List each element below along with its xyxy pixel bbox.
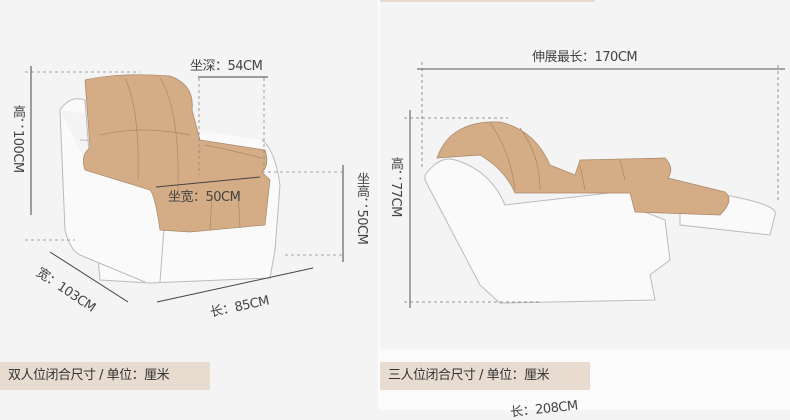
seat-depth-label: 坐深：54CM [190, 59, 263, 74]
seat-width-label: 坐宽：50CM [168, 190, 241, 205]
panel-divider [378, 0, 380, 410]
seat-height-label: 坐高：50CM [354, 172, 369, 245]
single-chair-dimension-panel: 高：100CM 坐深：54CM 坐宽：50CM 坐高：50CM 宽：103CM … [0, 0, 378, 410]
single-chair-drawing [25, 66, 344, 303]
reclined-height-label: 高：77CM [388, 157, 403, 217]
reclined-chair-dimension-panel: 伸展最长：170CM 高：77CM [380, 0, 790, 410]
section-caption-two-seater: 双人位闭合尺寸 / 单位：厘米 [0, 362, 210, 390]
section-caption-three-seater: 三人位闭合尺寸 / 单位：厘米 [380, 362, 590, 390]
top-accent-line [380, 0, 595, 2]
height-label: 高：100CM [10, 105, 25, 173]
extended-length-label: 伸展最长：170CM [532, 50, 638, 65]
reclined-chair-drawing [404, 62, 785, 308]
